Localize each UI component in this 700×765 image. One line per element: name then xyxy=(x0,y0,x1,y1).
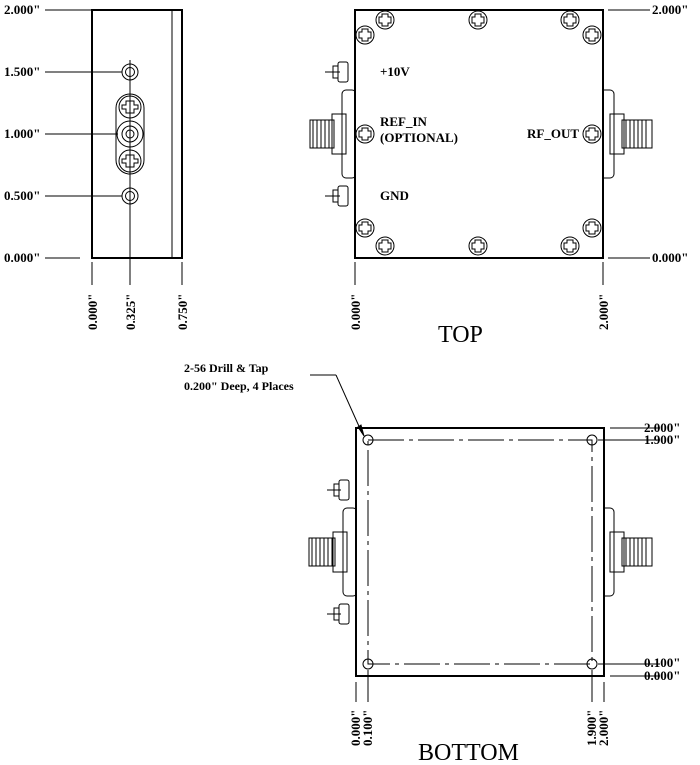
side-dim-y-0000: 0.000" xyxy=(4,250,40,265)
top-dc-pin-gnd xyxy=(325,185,349,207)
screw-icon xyxy=(560,236,580,256)
bottom-dim-x-2000: 2.000" xyxy=(596,710,611,746)
bottom-dim-y-0000: 0.000" xyxy=(644,668,680,683)
tapped-hole-icon xyxy=(586,658,598,670)
screw-icon xyxy=(582,25,602,45)
screw-icon xyxy=(375,236,395,256)
top-view-body xyxy=(354,9,604,259)
screw-icon xyxy=(355,25,375,45)
top-view-title: TOP xyxy=(438,322,483,348)
drill-note-line1: 2-56 Drill & Tap xyxy=(184,361,269,375)
side-dim-y-0500: 0.500" xyxy=(4,188,40,203)
bottom-sma-right-icon xyxy=(599,507,653,597)
side-dim-x-0325: 0.325" xyxy=(123,294,138,330)
bottom-dim-y-0100: 0.100" xyxy=(644,655,680,670)
tapped-hole-icon xyxy=(586,434,598,446)
top-dim-x-2000: 2.000" xyxy=(596,294,611,330)
label-rf-out: RF_OUT xyxy=(527,126,579,141)
label-gnd: GND xyxy=(380,188,409,203)
bottom-dim-y-1900: 1.900" xyxy=(644,432,680,447)
bottom-dc-pin-lower xyxy=(327,603,350,625)
label-optional: (OPTIONAL) xyxy=(380,130,458,145)
screw-icon xyxy=(375,10,395,30)
screw-icon xyxy=(468,236,488,256)
side-dim-y-2000: 2.000" xyxy=(4,2,40,17)
bottom-dim-x-0000: 0.000" xyxy=(348,710,363,746)
side-dim-x-0750: 0.750" xyxy=(175,294,190,330)
top-view: +10V REF_IN (OPTIONAL) RF_OUT GND 2.000"… xyxy=(309,2,688,348)
bottom-dc-pin-upper xyxy=(327,479,350,501)
tapped-hole-icon xyxy=(362,434,374,446)
screw-icon xyxy=(582,124,602,144)
top-dim-y-0000: 0.000" xyxy=(652,250,688,265)
label-plus10v: +10V xyxy=(380,64,410,79)
side-dim-x-0000: 0.000" xyxy=(85,294,100,330)
bottom-hole-pattern xyxy=(367,439,593,665)
screw-icon xyxy=(355,124,375,144)
tapped-hole-icon xyxy=(362,658,374,670)
top-sma-rf-out-icon xyxy=(599,89,653,179)
top-screws xyxy=(355,10,602,256)
label-ref-in: REF_IN xyxy=(380,114,428,129)
screw-icon xyxy=(355,218,375,238)
top-dim-x-0000: 0.000" xyxy=(348,294,363,330)
bottom-dim-x-1900: 1.900" xyxy=(584,710,599,746)
bottom-dim-y-2000: 2.000" xyxy=(644,420,680,435)
top-sma-ref-in-icon xyxy=(309,89,357,179)
side-dim-y-1500: 1.500" xyxy=(4,64,40,79)
bottom-dim-x-0100: 0.100" xyxy=(360,710,375,746)
screw-icon xyxy=(560,10,580,30)
drill-note-leader xyxy=(335,374,363,434)
screw-icon xyxy=(468,10,488,30)
bottom-sma-left-icon xyxy=(308,507,358,597)
bottom-view-title: BOTTOM xyxy=(418,740,519,765)
top-dc-pin-plus10v xyxy=(325,61,349,83)
side-dim-y-1000: 1.000" xyxy=(4,126,40,141)
drill-note-line2: 0.200" Deep, 4 Places xyxy=(184,379,294,393)
screw-icon xyxy=(582,218,602,238)
top-dim-y-2000: 2.000" xyxy=(652,2,688,17)
side-view: 2.000" 1.500" 1.000" 0.500" 0.000" 0.000… xyxy=(4,2,190,330)
bottom-view: 2-56 Drill & Tap 0.200" Deep, 4 Places 2… xyxy=(184,361,680,765)
bottom-view-body xyxy=(355,427,605,677)
